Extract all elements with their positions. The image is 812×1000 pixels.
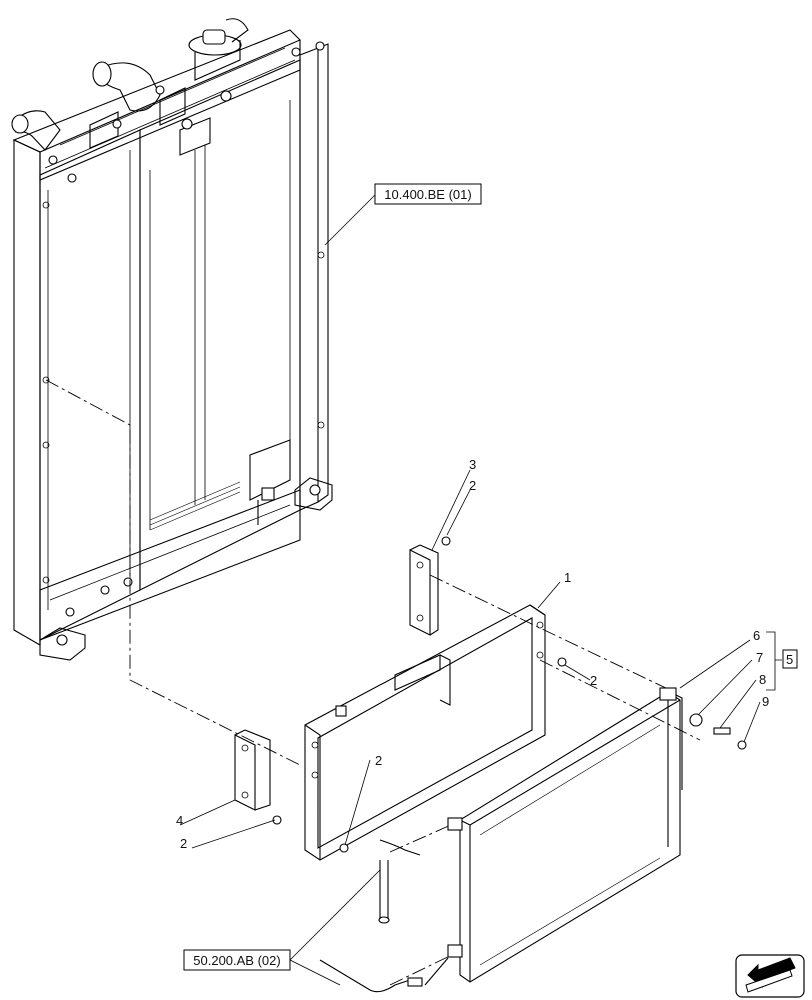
callout-8: 8: [759, 672, 766, 687]
hose-reference: 50.200.AB (02): [183, 869, 381, 986]
callout-5: 5: [786, 652, 793, 667]
callout-4: 4: [176, 813, 183, 828]
callout-3: 3: [469, 457, 476, 472]
callout-6: 6: [753, 628, 760, 643]
radiator-ref-label: 10.400.BE (01): [384, 187, 471, 202]
callout-2-upper: 2: [469, 478, 476, 493]
callout-2-frame-right: 2: [590, 673, 597, 688]
callout-2-frame-bottom: 2: [375, 753, 382, 768]
mounting-frame: [304, 604, 567, 861]
bracket-upper: [409, 536, 451, 636]
callout-numbers: 1 3 2 2 2 4 2 6 7 8 9 5: [176, 457, 798, 851]
callout-9: 9: [762, 694, 769, 709]
hose-ref-label: 50.200.AB (02): [193, 953, 280, 968]
callout-leaders: [179, 469, 782, 849]
callout-2-lower: 2: [180, 836, 187, 851]
bracket-lower: [234, 729, 282, 825]
alignment-lines: [45, 379, 701, 986]
oil-cooler: [447, 687, 747, 983]
radiator-assembly: [11, 18, 333, 661]
next-page-arrow-icon[interactable]: [735, 954, 805, 998]
callout-1: 1: [564, 570, 571, 585]
cooler-hose: [319, 839, 449, 993]
callout-7: 7: [756, 650, 763, 665]
radiator-reference: 10.400.BE (01): [324, 183, 482, 246]
